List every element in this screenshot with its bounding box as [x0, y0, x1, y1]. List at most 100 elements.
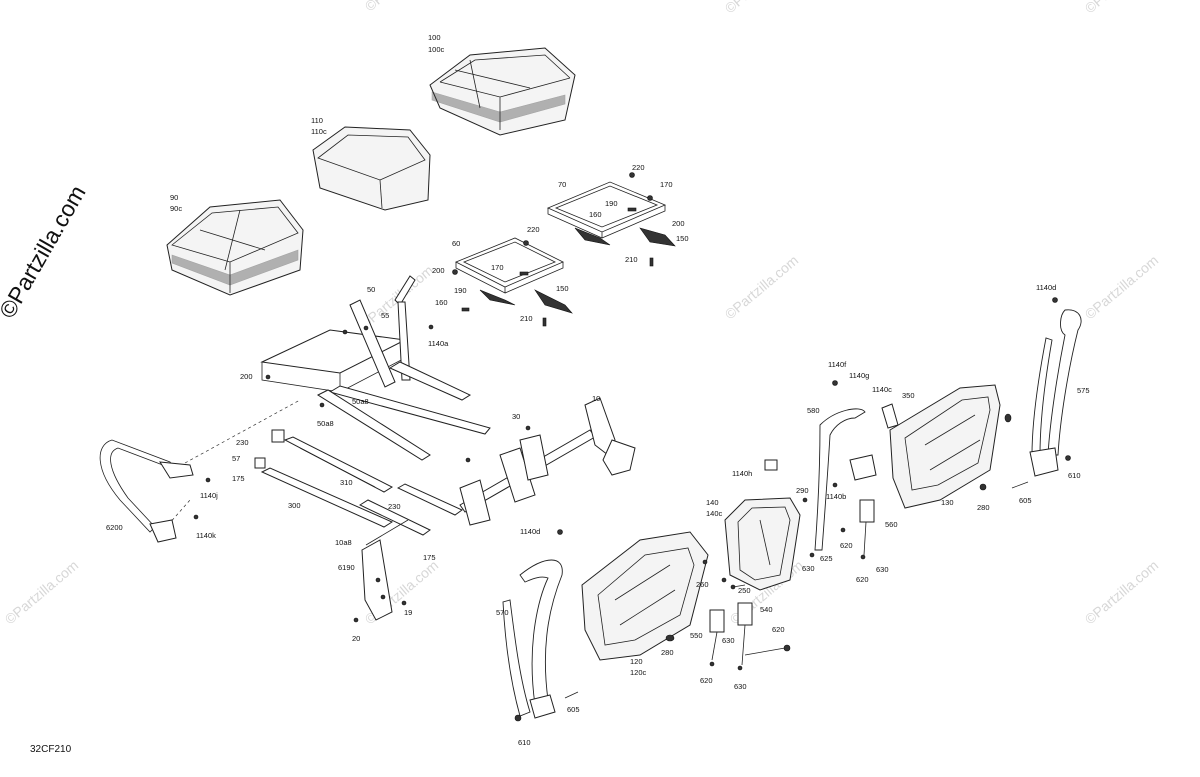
part-label: 57 — [232, 454, 240, 463]
part-label: 20 — [352, 634, 360, 643]
part-label: 90 — [170, 193, 178, 202]
part-label: 575 — [1077, 386, 1090, 395]
part-label: 30 — [512, 412, 520, 421]
part-label: 200 — [432, 266, 445, 275]
watermark: ©Partzilla.com — [2, 557, 82, 627]
part-label: 540 — [760, 605, 773, 614]
part-label: 300 — [288, 501, 301, 510]
buckle-550 — [709, 609, 725, 667]
part-label: 160 — [435, 298, 448, 307]
part-label: 610 — [518, 738, 531, 747]
part-label: 1140f — [828, 360, 847, 369]
part-label: 160 — [589, 210, 602, 219]
part-label: 175 — [232, 474, 245, 483]
watermark: ©Partzilla.com — [1082, 0, 1162, 16]
part-label: 190 — [605, 199, 618, 208]
seat-cushion-90 — [166, 199, 304, 296]
slider-rail-310 — [283, 436, 394, 493]
seat-cushion-100 — [429, 47, 576, 136]
part-label: 50 — [367, 285, 375, 294]
part-label: 140 — [706, 498, 719, 507]
seat-base-frame — [260, 275, 491, 461]
part-label: 260 — [696, 580, 709, 589]
part-label: 120c — [630, 668, 647, 677]
seat-back-120 — [581, 531, 709, 661]
bracket-6190 — [353, 519, 409, 623]
part-label: 230 — [388, 502, 401, 511]
part-label: 150 — [676, 234, 689, 243]
part-label: 280 — [661, 648, 674, 657]
part-label: 580 — [807, 406, 820, 415]
grab-bar-6200 — [99, 439, 211, 543]
part-label: 50a8 — [352, 397, 369, 406]
cross-beam-10 — [358, 397, 636, 536]
part-label: 70 — [558, 180, 566, 189]
part-label: 310 — [340, 478, 353, 487]
part-label: 6200 — [106, 523, 123, 532]
part-label: 550 — [690, 631, 703, 640]
part-label: 90c — [170, 204, 182, 213]
part-label: 1140a — [428, 339, 449, 348]
fasteners-250-260 — [721, 577, 746, 590]
part-label: 1140g — [849, 371, 869, 380]
part-label: 10 — [592, 394, 600, 403]
part-labels: 100 100c 110 110c 90 90c 220 70 170 190 … — [106, 33, 1090, 747]
part-label: 250 — [738, 586, 751, 595]
watermark: ©Partzilla.com — [722, 252, 802, 322]
buckle-560 — [840, 499, 875, 560]
part-label: 170 — [491, 263, 504, 272]
part-label: 280 — [977, 503, 990, 512]
part-label: 610 — [1068, 471, 1081, 480]
part-label: 170 — [660, 180, 673, 189]
part-label: 150 — [556, 284, 569, 293]
part-label: 560 — [885, 520, 898, 529]
part-label: 50a8 — [317, 419, 334, 428]
seat-back-130 — [881, 384, 1012, 509]
seat-belt-580 — [802, 380, 877, 558]
part-label: 1140b — [826, 492, 846, 501]
part-label: 210 — [625, 255, 638, 264]
part-label: 570 — [496, 608, 509, 617]
part-label: 1140k — [196, 531, 216, 540]
part-label: 6190 — [338, 563, 355, 572]
seat-belt-575 — [1011, 297, 1082, 489]
seat-back-140 — [724, 459, 801, 591]
part-label: 120 — [630, 657, 643, 666]
watermark: ©Partzilla.com — [1082, 557, 1162, 627]
part-label: 140c — [706, 509, 723, 518]
part-label: 10a8 — [335, 538, 352, 547]
seat-belt-570 — [502, 529, 579, 722]
watermark: ©Partzilla.com — [1082, 252, 1162, 322]
watermark: ©Partzilla.com — [722, 0, 802, 16]
part-label: 230 — [236, 438, 249, 447]
slide-frame-70 — [546, 172, 676, 267]
part-label: 605 — [567, 705, 580, 714]
connector-line — [167, 399, 301, 526]
part-label: 1140h — [732, 469, 752, 478]
part-label: 210 — [520, 314, 533, 323]
part-label: 60 — [452, 239, 460, 248]
part-label: 1140d — [520, 527, 540, 536]
buckle-540 — [737, 602, 791, 671]
part-label: 620 — [700, 676, 713, 685]
part-label: 350 — [902, 391, 915, 400]
part-label: 200 — [672, 219, 685, 228]
part-label: 1140d — [1036, 283, 1056, 292]
part-label: 630 — [802, 564, 815, 573]
part-label: 620 — [840, 541, 853, 550]
part-label: 100c — [428, 45, 445, 54]
part-label: 290 — [796, 486, 809, 495]
part-label: 620 — [772, 625, 785, 634]
part-label: 220 — [632, 163, 645, 172]
part-label: 220 — [527, 225, 540, 234]
part-label: 625 — [820, 554, 833, 563]
part-label: 55 — [381, 311, 389, 320]
part-label: 130 — [941, 498, 954, 507]
diagram-reference-code: 32CF210 — [30, 744, 72, 755]
part-label: 620 — [856, 575, 869, 584]
part-label: 190 — [454, 286, 467, 295]
part-label: 630 — [722, 636, 735, 645]
part-label: 200 — [240, 372, 253, 381]
part-label: 1140c — [872, 385, 892, 394]
